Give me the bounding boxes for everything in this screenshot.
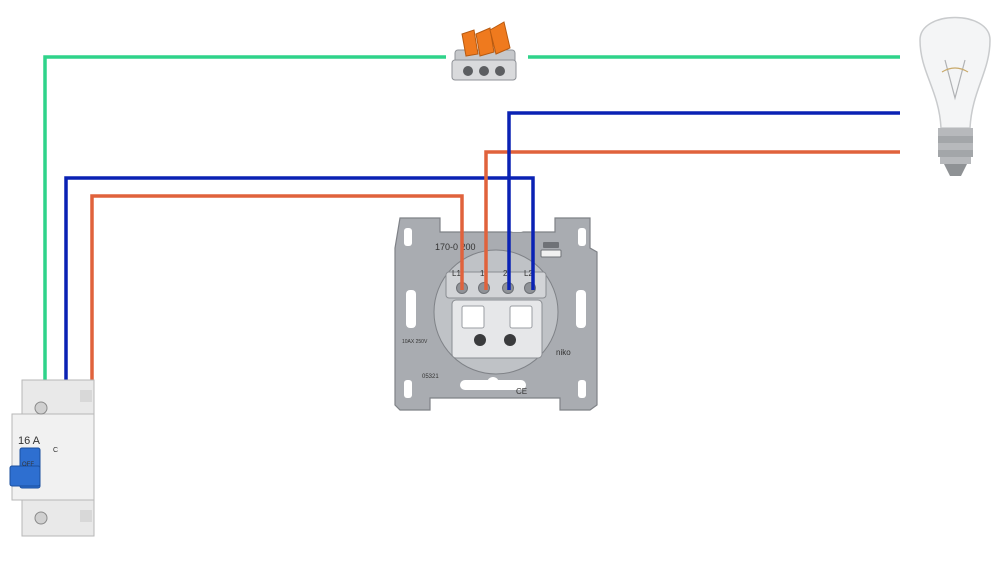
ce-mark: CE [516, 387, 527, 396]
lever-connector [451, 21, 517, 81]
terminal-label-2: 2 [503, 269, 508, 278]
blue-wire-switch-lamp [507, 111, 900, 290]
switch-rating-label: 10AX 250V [402, 339, 428, 345]
terminal-label-l2: L2 [524, 269, 533, 278]
earth-wire-breaker [43, 55, 446, 380]
breaker-rating-label: 16 A [18, 435, 41, 447]
light-bulb [919, 16, 991, 176]
switch-mechanism: 170-0 200 L1 1 2 L2 10AX 250V niko 05321… [394, 217, 598, 411]
orange-wire-breaker-switch [90, 194, 464, 380]
blue-wire-breaker-switch [64, 176, 535, 380]
switch-code-label: 05321 [422, 374, 439, 380]
circuit-breaker: 16 A C OFF [9, 379, 95, 537]
terminal-label-l1: L1 [452, 269, 461, 278]
breaker-off-label: OFF [22, 462, 34, 468]
switch-brand-label: niko [556, 348, 571, 357]
terminal-label-1: 1 [480, 269, 485, 278]
breaker-curve-label: C [53, 447, 58, 454]
orange-wire-switch-lamp [484, 150, 900, 290]
wires [43, 55, 900, 380]
switch-model-label: 170-0 200 [435, 242, 476, 252]
